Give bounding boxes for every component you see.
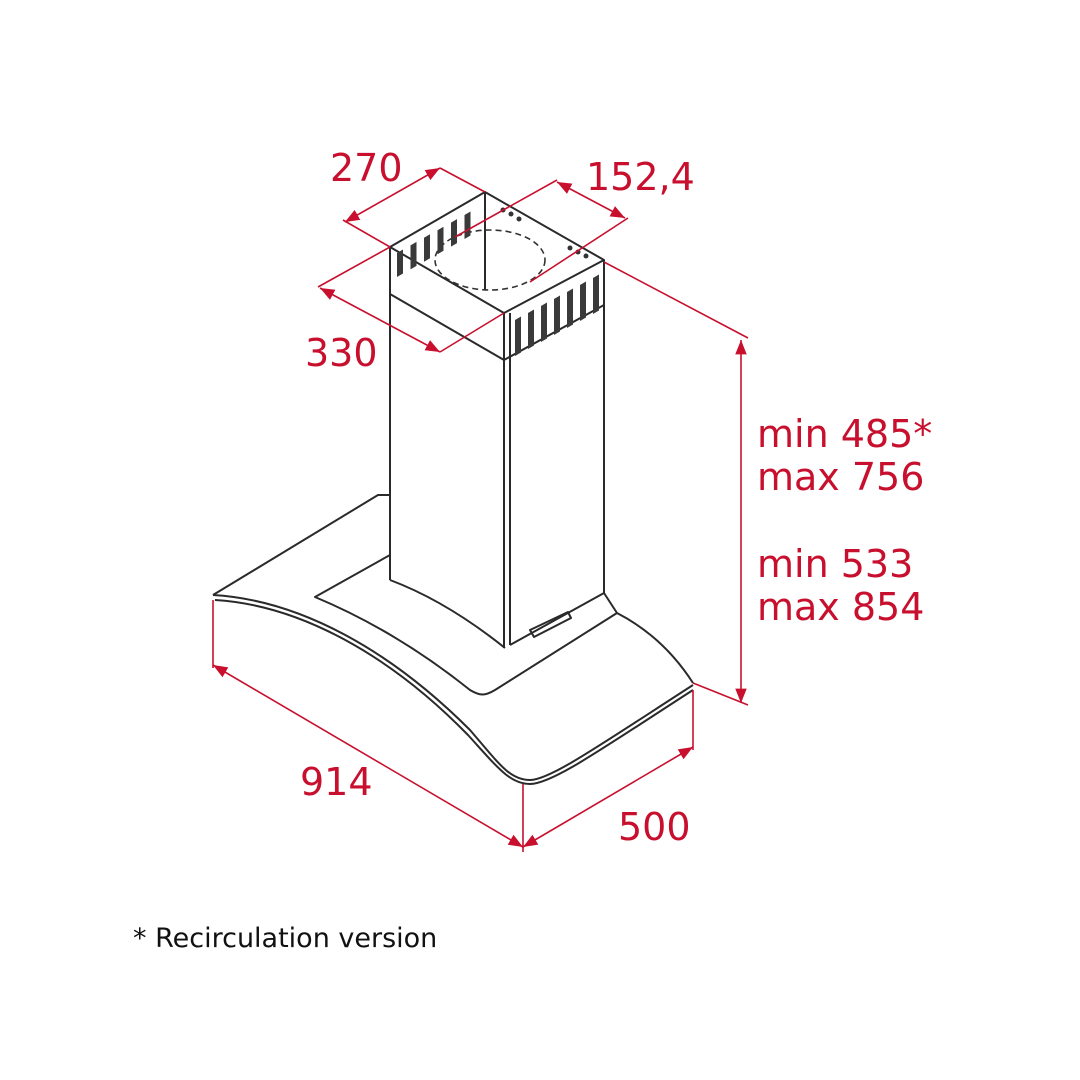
vent-slot	[424, 234, 430, 262]
vent-slot	[410, 241, 417, 270]
vent-slot	[580, 281, 586, 321]
control-panel	[529, 611, 572, 638]
dim-height-min-recirc: min 485*	[757, 412, 932, 456]
vent-slot	[515, 316, 521, 356]
dim-height-min: min 533	[757, 542, 913, 586]
dim-height-max-recirc: max 756	[757, 455, 924, 499]
dimension-lines	[212, 167, 749, 852]
vent-slot	[554, 295, 560, 335]
dim-chimney-depth: 330	[305, 331, 378, 375]
outlet-circle	[434, 229, 546, 291]
vent-slot	[451, 219, 457, 247]
vent-slot	[593, 274, 599, 314]
footnote: * Recirculation version	[133, 923, 437, 954]
vent-slot	[541, 302, 547, 342]
hood-canopy	[212, 494, 694, 785]
vent-right	[515, 274, 599, 356]
vent-slot	[437, 226, 444, 255]
dim-hood-width: 914	[300, 760, 373, 804]
vent-slot	[397, 249, 403, 277]
vent-slot	[528, 309, 534, 349]
vent-left	[397, 211, 471, 277]
chimney	[389, 191, 605, 648]
dim-chimney-width: 270	[330, 146, 403, 190]
vent-slot	[464, 211, 471, 239]
dim-hood-depth: 500	[618, 805, 691, 849]
dim-outlet-diameter: 152,4	[586, 155, 695, 199]
dim-height-max: max 854	[757, 585, 924, 629]
vent-slot	[567, 288, 573, 328]
